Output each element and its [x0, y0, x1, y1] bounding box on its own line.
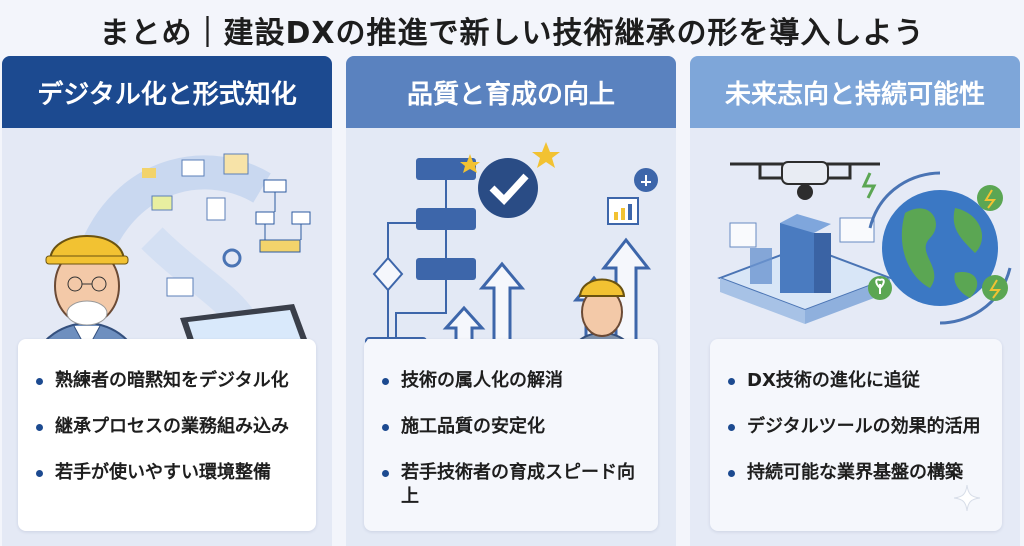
- list-item: 若手が使いやすい環境整備: [36, 461, 302, 485]
- bullet-card: DX技術の進化に追従 デジタルツールの効果的活用 持続可能な業界基盤の構築: [710, 339, 1002, 531]
- column-sustainability: 未来志向と持続可能性: [690, 56, 1020, 546]
- list-item: 若手技術者の育成スピード向上: [382, 461, 644, 509]
- column-heading: 未来志向と持続可能性: [690, 56, 1020, 128]
- column-heading: デジタル化と形式知化: [2, 56, 332, 128]
- drone-city-earth-icon: [690, 128, 1020, 378]
- column-quality-growth: 品質と育成の向上: [346, 56, 676, 546]
- list-item: DX技術の進化に追従: [728, 369, 988, 393]
- bullet-card: 技術の属人化の解消 施工品質の安定化 若手技術者の育成スピード向上: [364, 339, 658, 531]
- page-title: まとめ｜建設DXの推進で新しい技術継承の形を導入しよう: [99, 16, 925, 51]
- sparkle-icon: [954, 485, 980, 511]
- list-item: 施工品質の安定化: [382, 415, 644, 439]
- bullet-card: 熟練者の暗黙知をデジタル化 継承プロセスの業務組み込み 若手が使いやすい環境整備: [18, 339, 316, 531]
- list-item: 継承プロセスの業務組み込み: [36, 415, 302, 439]
- list-item: デジタルツールの効果的活用: [728, 415, 988, 439]
- column-heading: 品質と育成の向上: [346, 56, 676, 128]
- list-item: 技術の属人化の解消: [382, 369, 644, 393]
- list-item: 持続可能な業界基盤の構築: [728, 461, 988, 485]
- column-digitalization: デジタル化と形式知化: [2, 56, 332, 546]
- list-item: 熟練者の暗黙知をデジタル化: [36, 369, 302, 393]
